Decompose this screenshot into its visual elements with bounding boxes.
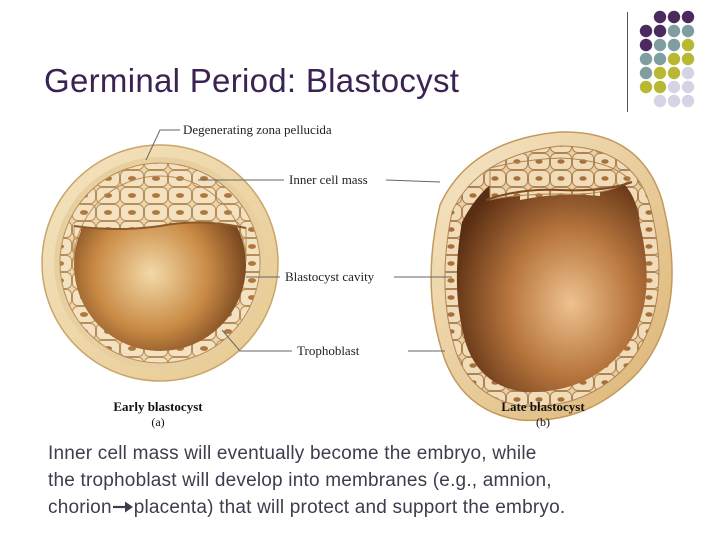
label-blastocyst-cavity: Blastocyst cavity	[285, 269, 375, 284]
caption-early-sub: (a)	[151, 415, 164, 429]
blastocyst-diagram: Degenerating zona pellucida Inner cell m…	[0, 0, 720, 440]
label-inner-cell-mass: Inner cell mass	[289, 172, 368, 187]
body-line-2: the trophoblast will develop into membra…	[48, 467, 708, 494]
late-blastocyst	[431, 132, 672, 420]
body-line-3-pre: chorion	[48, 497, 112, 518]
slide-body-text: Inner cell mass will eventually become t…	[48, 440, 708, 521]
label-trophoblast: Trophoblast	[297, 343, 360, 358]
body-line-3-post: placenta) that will protect and support …	[134, 497, 566, 518]
label-zona-pellucida: Degenerating zona pellucida	[183, 122, 332, 137]
caption-late-sub: (b)	[536, 415, 550, 429]
caption-early-blastocyst: Early blastocyst	[113, 399, 203, 414]
body-line-1: Inner cell mass will eventually become t…	[48, 440, 708, 467]
right-arrow-icon	[112, 500, 134, 514]
caption-late-blastocyst: Late blastocyst	[501, 399, 585, 414]
body-line-3: chorion placenta) that will protect and s…	[48, 494, 708, 521]
